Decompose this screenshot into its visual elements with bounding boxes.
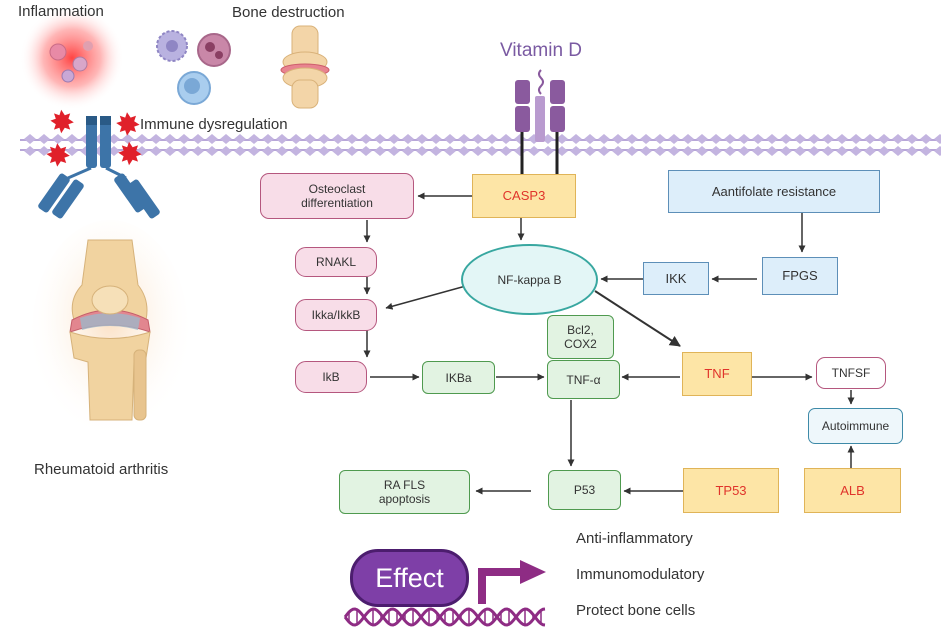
effect-pill: Effect — [350, 549, 469, 607]
node-antifolate-resistance: Aantifolate resistance — [668, 170, 880, 213]
node-nf-kappa-b: NF-kappa B — [461, 244, 598, 315]
node-casp3: CASP3 — [472, 174, 576, 218]
node-tnf: TNF — [682, 352, 752, 396]
node-ikba: IKBa — [422, 361, 495, 394]
node-ikb: IkB — [295, 361, 367, 393]
promoter-arrow-icon — [478, 560, 546, 604]
outcome-protect-bone-cells: Protect bone cells — [576, 602, 696, 619]
node-rnakl: RNAKL — [295, 247, 377, 277]
node-tnf-alpha: TNF-α — [547, 360, 620, 399]
immune-dysregulation-label: Immune dysregulation — [140, 116, 288, 133]
rheumatoid-arthritis-label: Rheumatoid arthritis — [34, 461, 169, 478]
node-bcl2-cox2: Bcl2, COX2 — [547, 315, 614, 359]
node-fpgs: FPGS — [762, 257, 838, 295]
knee-joint-icon — [32, 220, 188, 440]
node-p53: P53 — [548, 470, 621, 510]
node-tnfsf: TNFSF — [816, 357, 886, 389]
node-ra-fls-apoptosis: RA FLS apoptosis — [339, 470, 470, 514]
pathway-arrows — [363, 192, 855, 495]
bone-destruction-label: Bone destruction — [232, 4, 345, 21]
bone-joint-icon — [280, 25, 330, 109]
node-alb: ALB — [804, 468, 901, 513]
node-osteoclast-differentiation: Osteoclast differentiation — [260, 173, 414, 219]
outcome-anti-inflammatory: Anti-inflammatory — [576, 530, 693, 547]
outcome-immunomodulatory: Immunomodulatory — [576, 566, 705, 583]
immune-cells-icon — [156, 30, 231, 105]
node-ikka-ikkb: Ikka/IkkB — [295, 299, 377, 331]
vitamin-d-receptor-icon — [515, 69, 565, 176]
node-tp53: TP53 — [683, 468, 779, 513]
dna-helix-icon — [343, 607, 546, 627]
cell-membrane — [20, 134, 941, 156]
inflammation-label: Inflammation — [18, 3, 104, 20]
node-autoimmune: Autoimmune — [808, 408, 903, 444]
vitamin-d-label: Vitamin D — [500, 40, 583, 61]
node-ikk: IKK — [643, 262, 709, 295]
antibody-receptor-icon — [38, 109, 160, 219]
inflammation-cells-icon — [20, 6, 124, 110]
